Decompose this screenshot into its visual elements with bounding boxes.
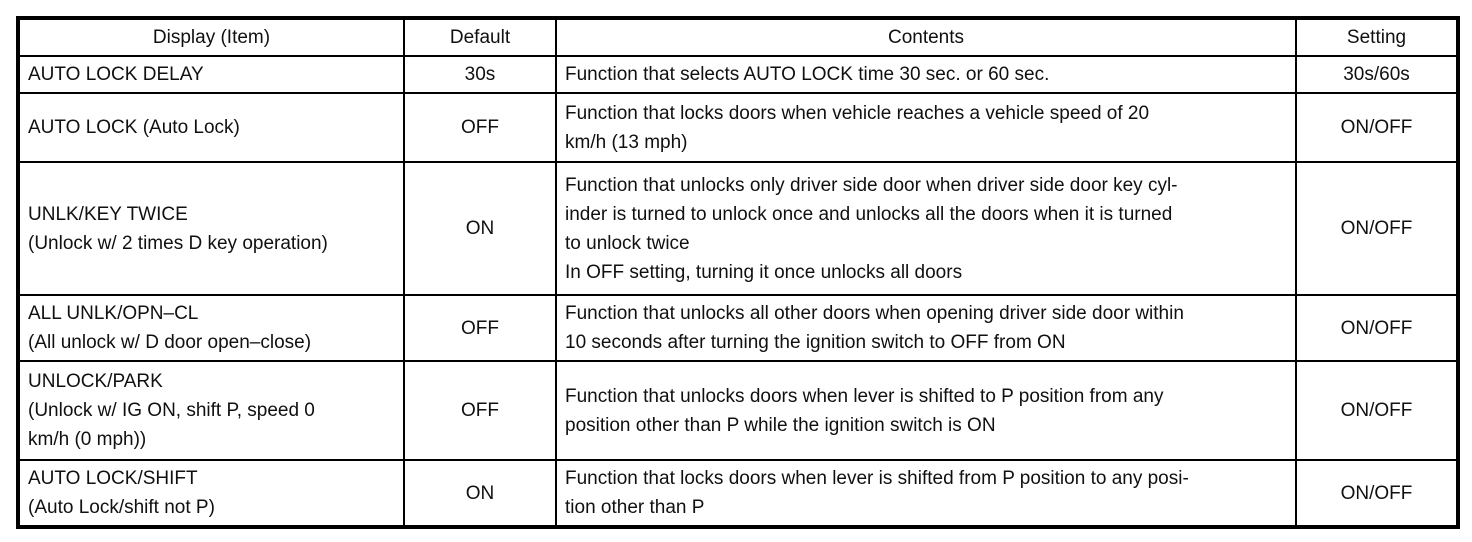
default-cell: OFF: [403, 294, 557, 362]
default-cell: ON: [403, 459, 557, 528]
contents-cell: Function that locks doors when vehicle r…: [555, 92, 1297, 163]
contents-cell: Function that selects AUTO LOCK time 30 …: [555, 55, 1297, 94]
display-item-cell: AUTO LOCK DELAY: [17, 55, 405, 94]
table-row: UNLOCK/PARK (Unlock w/ IG ON, shift P, s…: [17, 360, 1459, 461]
contents-cell: Function that unlocks doors when lever i…: [555, 360, 1297, 461]
setting-cell: ON/OFF: [1295, 92, 1459, 163]
setting-cell: ON/OFF: [1295, 294, 1459, 362]
setting-cell: ON/OFF: [1295, 161, 1459, 296]
door-lock-settings-table: Display (Item) Default Contents Setting …: [16, 16, 1460, 529]
display-item-cell: AUTO LOCK/SHIFT (Auto Lock/shift not P): [17, 459, 405, 528]
table-row: AUTO LOCK DELAY 30s Function that select…: [17, 55, 1459, 94]
default-cell: ON: [403, 161, 557, 296]
display-item-cell: UNLOCK/PARK (Unlock w/ IG ON, shift P, s…: [17, 360, 405, 461]
default-cell: OFF: [403, 360, 557, 461]
column-header-display: Display (Item): [17, 17, 405, 57]
header-row: Display (Item) Default Contents Setting: [17, 17, 1459, 57]
display-item-cell: ALL UNLK/OPN–CL (All unlock w/ D door op…: [17, 294, 405, 362]
column-header-setting: Setting: [1295, 17, 1459, 57]
contents-cell: Function that locks doors when lever is …: [555, 459, 1297, 528]
default-cell: OFF: [403, 92, 557, 163]
contents-cell: Function that unlocks all other doors wh…: [555, 294, 1297, 362]
table-row: ALL UNLK/OPN–CL (All unlock w/ D door op…: [17, 294, 1459, 362]
display-item-cell: UNLK/KEY TWICE (Unlock w/ 2 times D key …: [17, 161, 405, 296]
column-header-contents: Contents: [555, 17, 1297, 57]
setting-cell: ON/OFF: [1295, 459, 1459, 528]
table-row: AUTO LOCK/SHIFT (Auto Lock/shift not P) …: [17, 459, 1459, 528]
contents-cell: Function that unlocks only driver side d…: [555, 161, 1297, 296]
column-header-default: Default: [403, 17, 557, 57]
display-item-cell: AUTO LOCK (Auto Lock): [17, 92, 405, 163]
table-row: UNLK/KEY TWICE (Unlock w/ 2 times D key …: [17, 161, 1459, 296]
default-cell: 30s: [403, 55, 557, 94]
table-row: AUTO LOCK (Auto Lock) OFF Function that …: [17, 92, 1459, 163]
setting-cell: ON/OFF: [1295, 360, 1459, 461]
setting-cell: 30s/60s: [1295, 55, 1459, 94]
